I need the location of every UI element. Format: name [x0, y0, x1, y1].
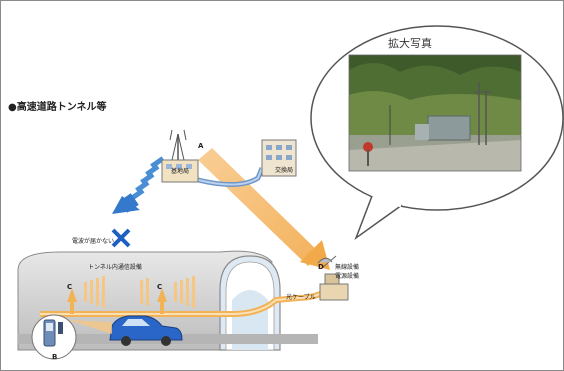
label-d: D: [318, 263, 324, 271]
label-base-station: 基地局: [171, 168, 190, 175]
label-power-equipment: 電源設備: [335, 273, 360, 280]
label-c-2: C: [157, 283, 163, 291]
label-c-1: C: [67, 283, 73, 291]
car-icon: [68, 315, 183, 346]
label-a: A: [198, 142, 204, 150]
label-no-wave: 電波が届かない: [72, 238, 115, 245]
mobile-phone-inset: [31, 314, 77, 360]
tunnel-antenna-2: [140, 276, 195, 314]
relay-equipment-icon: [317, 255, 349, 301]
diagram-title: ●高速道路トンネル等: [8, 102, 107, 113]
blocked-radio-beam: [112, 156, 165, 214]
exchange-building-icon: [261, 139, 297, 177]
label-exchange: 交換局: [275, 167, 294, 174]
label-tunnel-relay: トンネル内通信設備: [88, 264, 142, 271]
link-to-exchange: [197, 167, 265, 187]
no-signal-cross: [111, 228, 131, 248]
label-radio-equipment: 無線設備: [335, 264, 360, 271]
enlarged-photo: [348, 54, 522, 172]
base-station-icon: [161, 129, 199, 183]
photo-caption: 拡大写真: [388, 37, 432, 50]
label-b: B: [52, 353, 58, 361]
tunnel-antenna-1: [67, 276, 105, 314]
label-fiber-cable: 光ケーブル: [286, 294, 316, 301]
